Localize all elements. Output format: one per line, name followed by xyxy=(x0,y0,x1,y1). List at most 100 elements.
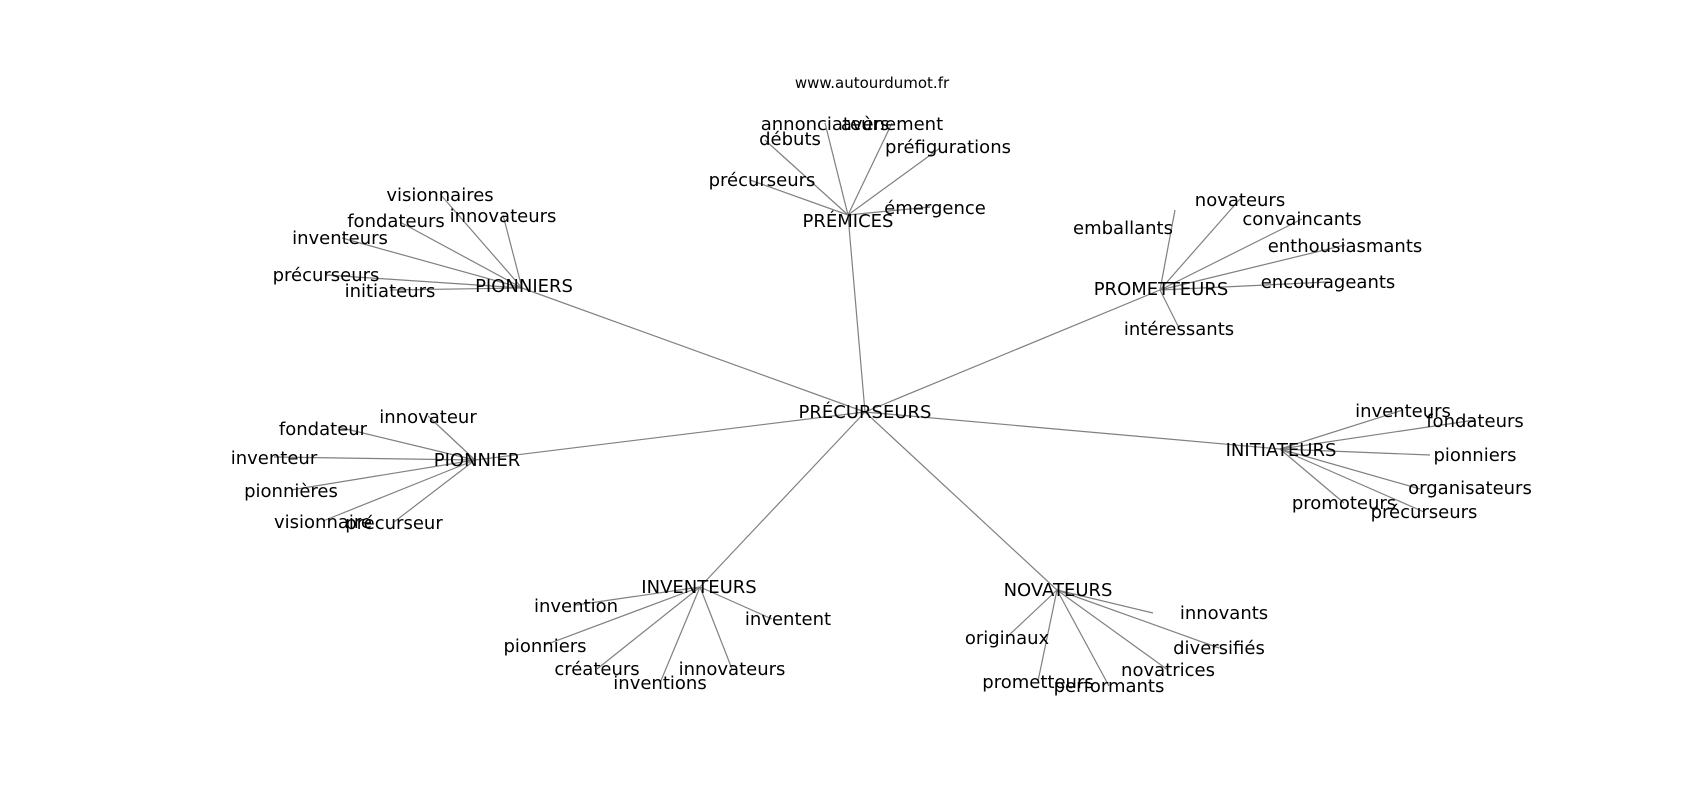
edge-hub-to-word xyxy=(389,287,523,291)
edge-hub-to-word xyxy=(1159,281,1329,291)
center-node: PRÉCURSEURS xyxy=(799,401,932,423)
word-node: novatrices xyxy=(1121,660,1215,681)
edge-hub-to-word xyxy=(290,459,476,491)
edge-hub-to-word xyxy=(544,586,701,646)
word-node: organisateurs xyxy=(1408,478,1532,499)
edge-hub-to-word xyxy=(427,415,476,461)
edge-hub-to-word xyxy=(1159,209,1176,291)
word-node: avènement xyxy=(841,114,943,135)
word-node: initiateurs xyxy=(345,281,436,302)
edge-hub-to-word xyxy=(399,221,523,289)
edge-hub-to-word xyxy=(1279,448,1431,456)
word-node: inventions xyxy=(613,673,706,694)
graph-labels: www.autourdumot.fr PRÉCURSEURS PRÉMICES a… xyxy=(231,74,1532,697)
edge-hub-to-word xyxy=(1159,289,1180,329)
word-node: diversifiés xyxy=(1173,638,1265,659)
word-node: fondateurs xyxy=(1426,411,1524,432)
edge-center-to-hub xyxy=(847,214,866,413)
edge-hub-to-word xyxy=(337,426,476,461)
word-node: promoteurs xyxy=(1292,493,1396,514)
word-node: pionniers xyxy=(503,636,586,657)
edge-hub-to-word xyxy=(1159,198,1241,291)
edge-hub-to-word xyxy=(439,193,523,289)
edge-hub-to-word xyxy=(1037,589,1058,682)
edge-hub-to-word xyxy=(847,147,941,216)
edge-hub-to-word xyxy=(824,122,849,216)
word-node: émergence xyxy=(884,198,986,219)
edge-hub-to-word xyxy=(699,586,773,620)
word-node: enthousiasmants xyxy=(1268,236,1423,257)
edge-hub-to-word xyxy=(764,139,849,216)
edge-hub-to-word xyxy=(1056,589,1220,649)
hub-node: PIONNIER xyxy=(434,450,520,471)
edge-center-to-hub xyxy=(864,289,1161,413)
edge-center-to-hub xyxy=(474,411,866,461)
edge-hub-to-word xyxy=(502,214,523,289)
edge-hub-to-word xyxy=(1159,244,1346,291)
hub-node: PIONNIERS xyxy=(475,276,573,297)
edge-center-to-hub xyxy=(864,411,1058,591)
hub-node: INVENTEURS xyxy=(641,577,756,598)
word-node: convaincants xyxy=(1242,209,1361,230)
edge-hub-to-word xyxy=(1056,589,1110,687)
word-node: intéressants xyxy=(1124,319,1234,340)
edge-hub-to-word xyxy=(1279,448,1345,504)
word-node: fondateurs xyxy=(347,211,445,232)
word-node: fondateur xyxy=(279,419,368,440)
edge-hub-to-word xyxy=(322,459,476,522)
edge-hub-to-word xyxy=(596,586,701,670)
word-node: inventent xyxy=(745,609,831,630)
hub-node: PROMETTEURS xyxy=(1094,279,1229,300)
word-node: visionnaires xyxy=(386,185,493,206)
edge-hub-to-word xyxy=(749,179,849,216)
word-node: inventeurs xyxy=(292,228,388,249)
edge-hub-to-word xyxy=(1056,589,1154,614)
word-node: innovateurs xyxy=(679,659,786,680)
edge-hub-to-word xyxy=(1279,448,1425,513)
word-node: préfigurations xyxy=(885,137,1011,158)
word-node: encourageants xyxy=(1261,272,1396,293)
edge-hub-to-word xyxy=(1279,409,1404,450)
edge-center-to-hub xyxy=(864,411,1281,450)
edge-hub-to-word xyxy=(1056,589,1169,671)
edge-hub-to-word xyxy=(659,586,701,684)
edge-hub-to-word xyxy=(699,586,733,670)
edge-hub-to-word xyxy=(847,122,893,216)
graph-edges xyxy=(273,122,1476,687)
source-label: www.autourdumot.fr xyxy=(795,74,950,92)
edge-hub-to-word xyxy=(325,274,523,289)
word-node: précurseur xyxy=(345,513,443,534)
hub-node: PRÉMICES xyxy=(803,210,894,232)
word-node: précurseurs xyxy=(273,265,380,286)
word-node: pionniers xyxy=(1433,445,1516,466)
word-node: débuts xyxy=(759,129,821,150)
edge-hub-to-word xyxy=(341,237,523,289)
edge-hub-to-word xyxy=(575,586,701,606)
edge-hub-to-word xyxy=(1159,218,1303,291)
word-node: visionnaire xyxy=(274,512,372,533)
word-node: innovateur xyxy=(379,407,477,428)
edge-hub-to-word xyxy=(847,206,931,216)
word-node: innovants xyxy=(1180,603,1268,624)
word-node: emballants xyxy=(1073,218,1173,239)
word-node: précurseurs xyxy=(709,170,816,191)
edge-hub-to-word xyxy=(393,459,476,523)
word-node: novateurs xyxy=(1195,190,1285,211)
word-node: innovateurs xyxy=(450,206,557,227)
edge-hub-to-word xyxy=(1279,419,1476,450)
word-node: précurseurs xyxy=(1371,502,1478,523)
word-node: annonciateurs xyxy=(761,114,890,135)
word-node: créateurs xyxy=(554,659,639,680)
word-node: inventeur xyxy=(231,448,318,469)
edge-hub-to-word xyxy=(1006,589,1058,638)
edge-center-to-hub xyxy=(699,411,866,588)
word-node: pionnières xyxy=(244,481,338,502)
word-node: invention xyxy=(534,596,618,617)
word-node: performants xyxy=(1054,676,1165,697)
word-node: originaux xyxy=(965,628,1050,649)
word-node: inventeurs xyxy=(1355,401,1451,422)
edge-center-to-hub xyxy=(521,287,866,413)
edge-hub-to-word xyxy=(1279,448,1421,490)
hub-node: NOVATEURS xyxy=(1004,580,1113,601)
